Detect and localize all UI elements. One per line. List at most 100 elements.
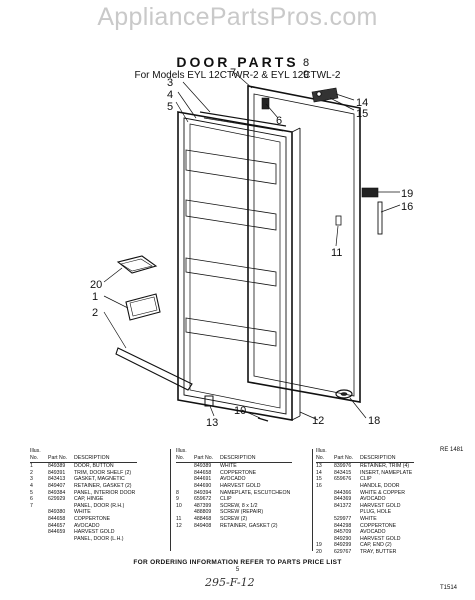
- parts-row: 10 487399 SCREW, 8 x 1/2: [176, 503, 292, 510]
- part-description: CLIP: [360, 476, 372, 483]
- illus-number: [316, 509, 334, 516]
- part-description: CLIP: [220, 496, 232, 503]
- part-description: SCREW, 8 x 1/2: [220, 502, 258, 509]
- page-title: DOOR PARTS: [176, 54, 299, 70]
- illus-number: 5: [30, 489, 33, 496]
- column-divider: [312, 449, 313, 551]
- part-description: INSERT, NAMEPLATE: [360, 469, 413, 476]
- hinge-part: [204, 395, 214, 407]
- callout-1: 1: [92, 291, 98, 303]
- callout-5: 5: [167, 101, 173, 113]
- part-description: WHITE & COPPER: [360, 489, 405, 496]
- callout-12: 12: [312, 415, 324, 427]
- illus-number: 14: [316, 469, 322, 476]
- part-number: [334, 483, 360, 490]
- part-number: 844658: [48, 515, 66, 522]
- ordering-footer: FOR ORDERING INFORMATION REFER TO PARTS …: [133, 559, 342, 566]
- parts-row: 849389 WHITE: [176, 463, 292, 470]
- part-number: 849389: [194, 463, 212, 470]
- part-number: 849389: [48, 463, 66, 470]
- part-number: 844657: [48, 522, 66, 529]
- illus-number: 16: [316, 482, 322, 489]
- part-number: 659676: [334, 476, 352, 483]
- callout-20: 20: [90, 279, 102, 291]
- part-description: HARVEST GOLD: [220, 482, 261, 489]
- handwritten-note: 295-F-12: [205, 576, 255, 589]
- col-header-desc: DESCRIPTION: [360, 448, 415, 464]
- part-description: DOOR, BUTTON: [74, 463, 114, 470]
- part-description: AVOCADO: [74, 522, 100, 529]
- document-code: T1514: [440, 585, 458, 591]
- part-description: HARVEST GOLD: [74, 529, 115, 536]
- illus-number: [176, 483, 194, 490]
- col-header-part: Part No.: [48, 448, 74, 464]
- illus-number: 20: [316, 548, 322, 555]
- illus-number: 10: [176, 502, 182, 509]
- part-description: COPPERTONE: [74, 515, 111, 522]
- callout-2: 2: [92, 307, 98, 319]
- part-number: 529977: [334, 515, 352, 522]
- part-number: 849380: [48, 509, 66, 516]
- part-description: PANEL, DOOR (L.H.): [74, 535, 124, 542]
- part-description: GASKET, MAGNETIC: [74, 476, 125, 483]
- illus-number: [316, 503, 334, 510]
- part-number: 629929: [48, 496, 66, 503]
- exploded-diagram: 7 8 9 3 4 5 6 14 15 19 16 11 20 1 2 13 1…: [90, 57, 413, 429]
- illus-number: [30, 516, 48, 523]
- callout-6: 6: [276, 115, 282, 127]
- parts-row: 844657 AVOCADO: [30, 523, 137, 530]
- illus-number: [316, 529, 334, 536]
- callout-18: 18: [368, 415, 380, 427]
- illus-number: 8: [176, 489, 179, 496]
- part-number: 487399: [194, 502, 212, 509]
- callout-9: 9: [303, 69, 309, 81]
- part-description: SCREW (2): [220, 515, 248, 522]
- part-number: 839976: [334, 463, 352, 470]
- callout-3: 3: [167, 77, 173, 89]
- part-description: AVOCADO: [220, 476, 246, 483]
- part-number: 844691: [194, 476, 212, 483]
- illus-number: [316, 523, 334, 530]
- illus-number: [316, 496, 334, 503]
- illus-number: 4: [30, 482, 33, 489]
- illus-number: [30, 523, 48, 530]
- illus-number: [176, 470, 194, 477]
- part-number: 849384: [48, 489, 66, 496]
- illus-number: 7: [30, 502, 33, 509]
- callout-14: 14: [356, 97, 368, 109]
- col-header-part: Part No.: [334, 448, 360, 464]
- callout-16: 16: [401, 201, 413, 213]
- illus-number: [316, 516, 334, 523]
- part-description: WHITE: [220, 463, 237, 470]
- part-number: [48, 536, 74, 543]
- shelf-trim: [115, 347, 193, 391]
- part-number: 629767: [334, 548, 352, 555]
- part-description: WHITE: [360, 515, 377, 522]
- parts-row: PANEL, DOOR (L.H.): [30, 536, 137, 543]
- col-header-part: Part No.: [194, 448, 220, 464]
- part-number: 845709: [334, 529, 352, 536]
- parts-row: 529977 WHITE: [316, 516, 414, 523]
- illus-number: 11: [176, 515, 182, 522]
- illus-number: 6: [30, 496, 33, 503]
- part-number: 844366: [334, 489, 352, 496]
- illus-number: [176, 509, 194, 516]
- col-header-desc: DESCRIPTION: [220, 448, 293, 464]
- part-number: [334, 509, 360, 516]
- part-description: WHITE: [74, 509, 91, 516]
- illus-number: [316, 536, 334, 543]
